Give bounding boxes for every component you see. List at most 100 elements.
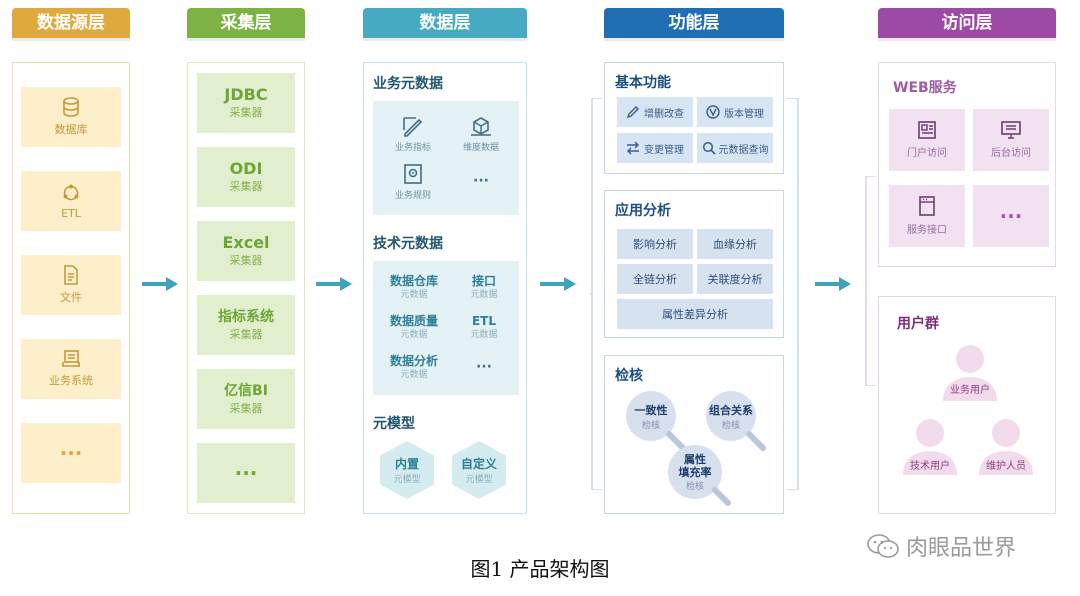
search-icon [702, 141, 716, 155]
business-rule-label: 业务规则 [394, 191, 431, 201]
collector-yixin-name: 亿信BI [224, 383, 268, 399]
document-icon [64, 265, 78, 285]
business-meta-more: ··· [441, 173, 521, 189]
check-box: 检核 一致性 检核 组合关系 检核 属性 填充率 检核 [604, 355, 784, 514]
magnifier-icon [706, 391, 766, 451]
portal-access-label: 门户访问 [907, 148, 947, 159]
tech-meta-quality-sub: 元数据 [400, 330, 428, 340]
check-consistency-sub: 检核 [641, 421, 660, 431]
dimension-data-label: 维度数据 [462, 143, 499, 153]
business-meta-more-label: ··· [473, 173, 489, 189]
source-database-label: 数据库 [54, 123, 88, 136]
meta-model-title: 元模型 [373, 416, 415, 432]
collector-indicator-name: 指标系统 [218, 309, 274, 325]
user-business: 业务用户 [937, 343, 1003, 401]
tech-meta-analysis-sub: 元数据 [400, 370, 428, 380]
source-etl: ETL [21, 171, 121, 231]
tech-meta-analysis: 数据分析 元数据 [379, 353, 449, 382]
tech-meta-analysis-name: 数据分析 [389, 354, 438, 368]
portal-access: 门户访问 [889, 109, 965, 171]
analysis-correlation: 关联度分析 [697, 264, 773, 294]
collector-yixin-bi: 亿信BI 采集器 [197, 369, 295, 429]
func-crud-label: 增删改查 [644, 108, 684, 120]
portal-icon [918, 121, 936, 139]
access-bracket-left [865, 176, 876, 386]
user-group-box: 用户群 业务用户 技术用户 维护人员 [878, 296, 1056, 514]
func-meta-query-label: 元数据查询 [718, 144, 769, 156]
collector-jdbc-name: JDBC [224, 85, 268, 104]
dimension-data: 维度数据 [441, 115, 521, 153]
meta-model-builtin-name: 内置 [394, 457, 419, 471]
business-meta-panel: 业务指标 维度数据 业务规则 ··· [373, 101, 519, 215]
analysis-full-chain: 全链分析 [617, 264, 693, 294]
swap-icon [627, 141, 639, 155]
tech-meta-interface-sub: 元数据 [470, 290, 498, 300]
collector-odi: ODI 采集器 [197, 147, 295, 207]
tech-meta-title: 技术元数据 [373, 236, 443, 252]
tech-meta-panel: 数据仓库 元数据 接口 元数据 数据质量 元数据 ETL 元数据 数据分析 元数… [373, 261, 519, 395]
meta-model-custom-sub: 元模型 [465, 475, 493, 485]
analysis-box: 应用分析 影响分析 血缘分析 全链分析 关联度分析 属性差异分析 [604, 190, 784, 338]
user-group-title: 用户群 [897, 316, 939, 332]
tech-meta-etl-name: ETL [471, 314, 497, 328]
tech-meta-interface: 接口 元数据 [449, 273, 519, 302]
tech-meta-etl-sub: 元数据 [470, 330, 498, 340]
user-maintenance: 维护人员 [973, 417, 1039, 475]
user-technical-label: 技术用户 [910, 461, 950, 472]
analysis-lineage: 血缘分析 [697, 229, 773, 259]
web-service-box: WEB服务 门户访问 后台访问 服务接口 ··· [878, 62, 1056, 267]
check-composition-sub: 检核 [721, 421, 740, 431]
user-technical: 技术用户 [897, 417, 963, 475]
watermark: 肉眼品世界 [866, 530, 1016, 562]
cycle-icon [63, 184, 79, 200]
wechat-icon [867, 534, 899, 558]
tech-meta-interface-name: 接口 [471, 274, 496, 288]
pencil-icon [626, 106, 639, 119]
collect-layer-header: 采集层 [187, 8, 305, 38]
basic-function-title: 基本功能 [615, 75, 671, 91]
collect-layer-box: JDBC 采集器 ODI 采集器 Excel 采集器 指标系统 采集器 亿信BI… [187, 62, 305, 514]
collector-excel-name: Excel [222, 233, 270, 252]
tech-meta-dw-name: 数据仓库 [389, 274, 438, 288]
service-interface-label: 服务接口 [907, 225, 947, 236]
flow-arrow-3 [540, 277, 576, 291]
business-rule: 业务规则 [373, 163, 453, 201]
figure-caption: 图1 产品架构图 [470, 557, 610, 581]
source-business-system-label: 业务系统 [49, 374, 93, 387]
user-maintenance-label: 维护人员 [986, 461, 1026, 472]
source-business-system: 业务系统 [21, 339, 121, 399]
func-change: 变更管理 [617, 133, 693, 163]
web-service-title: WEB服务 [893, 80, 957, 96]
watermark-text: 肉眼品世界 [906, 536, 1017, 561]
monitor-icon [1001, 121, 1021, 139]
meta-model-builtin: 内置 元模型 [380, 441, 434, 499]
func-meta-query: 元数据查询 [697, 133, 773, 163]
tech-meta-quality-name: 数据质量 [389, 314, 438, 328]
func-version: 版本管理 [697, 97, 773, 127]
collector-more: ··· [197, 443, 295, 503]
window-icon [919, 196, 935, 216]
func-version-label: 版本管理 [724, 108, 764, 120]
gear-doc-icon [404, 164, 422, 184]
tech-meta-etl: ETL 元数据 [449, 313, 519, 342]
check-composition: 组合关系 检核 [703, 390, 777, 452]
check-fill-rate-name2: 填充率 [678, 466, 712, 479]
check-fill-rate: 属性 填充率 检核 [667, 444, 741, 510]
system-icon [62, 350, 80, 367]
check-fill-rate-name: 属性 [684, 453, 706, 466]
source-more: ··· [21, 423, 121, 483]
user-business-label: 业务用户 [950, 385, 990, 396]
func-change-label: 变更管理 [644, 144, 684, 156]
meta-model-custom-name: 自定义 [460, 457, 497, 471]
collector-indicator-sub: 采集器 [229, 328, 263, 341]
magnifier-icon [626, 391, 686, 451]
tech-meta-quality: 数据质量 元数据 [379, 313, 449, 342]
cube-icon [471, 117, 491, 136]
service-interface: 服务接口 [889, 185, 965, 247]
backend-access: 后台访问 [973, 109, 1049, 171]
source-layer-header: 数据源层 [12, 8, 130, 38]
data-layer-header: 数据层 [363, 8, 527, 38]
source-database: 数据库 [21, 87, 121, 147]
collector-jdbc: JDBC 采集器 [197, 73, 295, 133]
user-icon [943, 345, 997, 401]
